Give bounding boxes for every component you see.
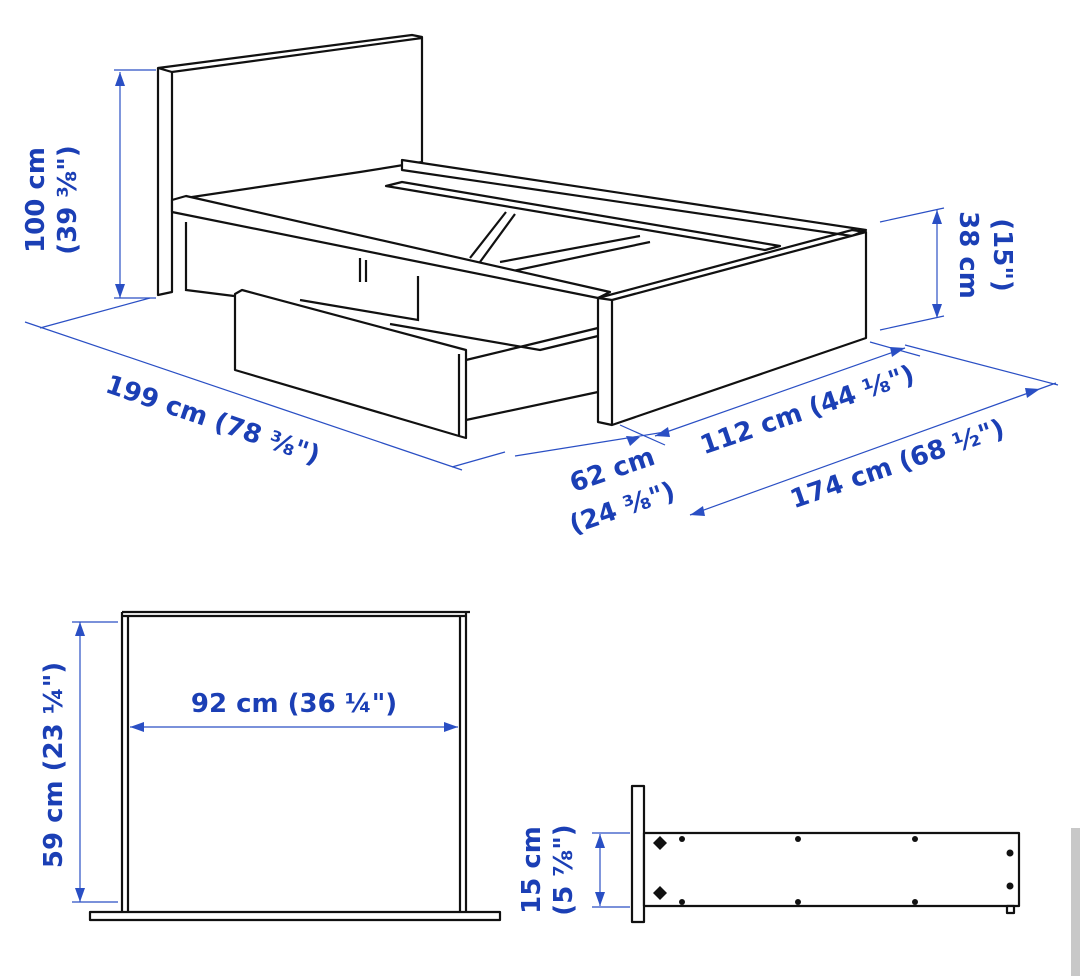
headboard [156,33,424,297]
side-height-dimension: 38 cm (15") [879,207,1017,331]
drawer-out-dimension: 62 cm (24 ⅜") [514,424,679,540]
scrollbar-thumb[interactable] [1071,828,1080,976]
side-height-cm-label: 38 cm [953,211,983,299]
drawer-height-in-label: (5 ⅞") [549,824,579,915]
slat-support [384,180,782,252]
height-cm-label: 100 cm [21,147,51,253]
near-side-rail [170,194,612,300]
height-in-label: (39 ⅜") [53,145,83,254]
drawer-height-cm-label: 15 cm [517,826,547,914]
side-height-in-label: (15") [987,218,1017,292]
drawer [233,288,468,440]
drawer-side-view: 15 cm (5 ⅞") [517,784,1021,924]
drawer-top-view: 92 cm (36 ¼") 59 cm (23 ¼") [39,610,502,922]
drawer-width-label: 92 cm (36 ¼") [191,689,397,719]
height-dimension: 100 cm (39 ⅜") [21,69,156,299]
bed-illustration [156,33,868,440]
total-depth-label: 174 cm (68 ½") [786,414,1008,515]
drawer-depth-label: 59 cm (23 ¼") [39,662,69,868]
